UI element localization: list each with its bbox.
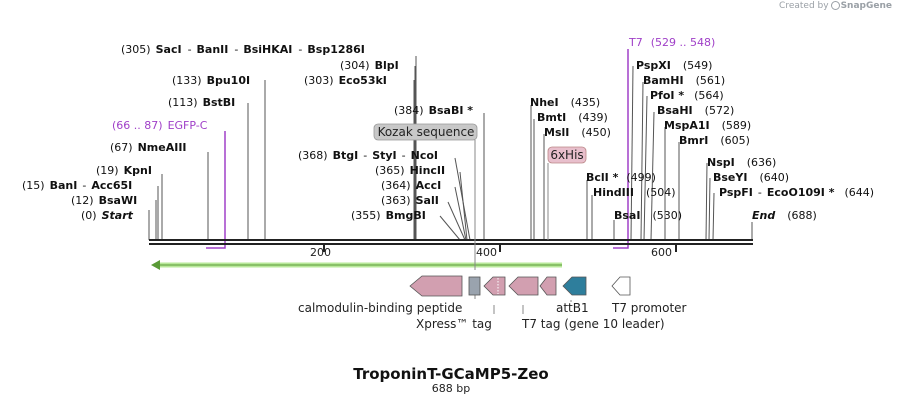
t7-tag-feature xyxy=(508,276,539,296)
enzyme-label-bsai: BsaI(530) xyxy=(614,209,682,222)
orf-arrow xyxy=(151,260,562,270)
kozak-sequence-box xyxy=(373,123,478,141)
enzyme-label-hindiii: HindIII(504) xyxy=(593,186,676,199)
snapgene-watermark: Created by SnapGene xyxy=(779,1,892,11)
enzyme-labels: (0)Start (12)BsaWI (15)BanI-Acc65I (19)K… xyxy=(22,43,874,222)
sequence-map: 200 400 600 Kozak sequence 6xHis calmodu… xyxy=(22,36,874,331)
6xhis-label: 6xHis xyxy=(550,148,583,162)
enzyme-label-start: (0)Start xyxy=(81,209,134,222)
enzyme-label-bpu10i: (133)Bpu10I xyxy=(172,74,250,87)
dna-backbone xyxy=(149,239,753,245)
enzyme-label-bsabi: (384)BsaBI * xyxy=(394,104,473,117)
ruler-label-400: 400 xyxy=(476,246,497,259)
xpress-tag-label: Xpress™ tag xyxy=(416,317,492,331)
enzyme-label-msli: MslI(450) xyxy=(544,126,611,139)
6xhis-box xyxy=(547,146,587,164)
enzyme-label-bmgbi: (355)BmgBI xyxy=(351,209,426,222)
enzyme-label-nhei: NheI(435) xyxy=(530,96,600,109)
feature-track xyxy=(409,275,631,297)
enzyme-label-bsawi: (12)BsaWI xyxy=(71,194,137,207)
watermark-brand: SnapGene xyxy=(840,1,892,11)
primer-egfp-c-arrow xyxy=(206,131,226,249)
enzyme-label-mspa1i: MspA1I(589) xyxy=(664,119,751,132)
enzyme-label-bseyi: BseYI(640) xyxy=(713,171,789,184)
t7-promoter-label: T7 promoter xyxy=(611,301,687,315)
enzyme-label-pfoi: PfoI *(564) xyxy=(650,89,724,102)
enzyme-label-acci: (364)AccI xyxy=(381,179,441,192)
plasmid-name: TroponinT-GCaMP5-Zeo xyxy=(353,365,549,383)
enzyme-label-hincii: (365)HincII xyxy=(375,164,445,177)
primer-labels: (66 .. 87)EGFP-C T7(529 .. 548) xyxy=(112,36,715,132)
enzyme-label-nspi: NspI(636) xyxy=(707,156,776,169)
enzyme-label-pspfi-group: PspFI-EcoO109I *(644) xyxy=(719,186,874,199)
calmodulin-binding-peptide-feature xyxy=(409,275,463,297)
enzyme-label-blpi: (304)BlpI xyxy=(340,59,399,72)
plasmid-length: 688 bp xyxy=(431,382,471,395)
enzyme-label-bstbi: (113)BstBI xyxy=(168,96,235,109)
primer-t7-arrow xyxy=(613,49,629,249)
enzyme-label-kpni: (19)KpnI xyxy=(96,164,152,177)
calmodulin-binding-peptide-label: calmodulin-binding peptide xyxy=(298,301,462,315)
enzyme-label-nmeaiii: (67)NmeAIII xyxy=(110,141,187,154)
enzyme-label-bcli: BclI *(499) xyxy=(586,171,656,184)
enzyme-label-pspxi: PspXI(549) xyxy=(636,59,712,72)
snapgene-logo-icon xyxy=(830,1,840,10)
primer-marks xyxy=(206,49,629,249)
primer-t7-label: T7(529 .. 548) xyxy=(628,36,715,49)
primer-egfp-c-label: (66 .. 87)EGFP-C xyxy=(112,119,208,132)
ruler: 200 400 600 xyxy=(310,245,677,259)
t7-tag-label: T7 tag (gene 10 leader) xyxy=(521,317,665,331)
site-feature-labels: Kozak sequence 6xHis xyxy=(373,123,587,270)
xpress-tag-feature xyxy=(468,276,481,296)
attb1-label: attB1 xyxy=(556,301,589,315)
enzyme-label-sali: (363)SalI xyxy=(381,194,439,207)
t7-tag-end-feature xyxy=(539,276,557,296)
enzyme-label-bmri: BmrI(605) xyxy=(679,134,750,147)
ruler-label-600: 600 xyxy=(651,246,672,259)
t7-promoter-feature xyxy=(611,276,631,296)
enzyme-label-btgi-group: (368)BtgI-StyI-NcoI xyxy=(298,149,438,162)
kozak-sequence-label: Kozak sequence xyxy=(378,125,475,139)
feature-labels: calmodulin-binding peptide Xpress™ tag T… xyxy=(298,301,687,331)
ruler-label-200: 200 xyxy=(310,246,331,259)
enzyme-label-eco53ki: (303)Eco53kI xyxy=(304,74,387,87)
cds-fragment-feature xyxy=(483,276,506,296)
enzyme-label-bmti: BmtI(439) xyxy=(537,111,608,124)
attb1-feature xyxy=(562,276,587,296)
enzyme-label-bamhi: BamHI(561) xyxy=(643,74,725,87)
enzyme-label-bsahi: BsaHI(572) xyxy=(657,104,734,117)
enzyme-label-saci-group: (305)SacI-BanII-BsiHKAI-Bsp1286I xyxy=(121,43,365,56)
enzyme-cut-lines xyxy=(148,56,753,241)
watermark-prefix: Created by xyxy=(779,1,829,11)
enzyme-label-bani-acc65i: (15)BanI-Acc65I xyxy=(22,179,132,192)
enzyme-label-end: End(688) xyxy=(752,209,817,222)
